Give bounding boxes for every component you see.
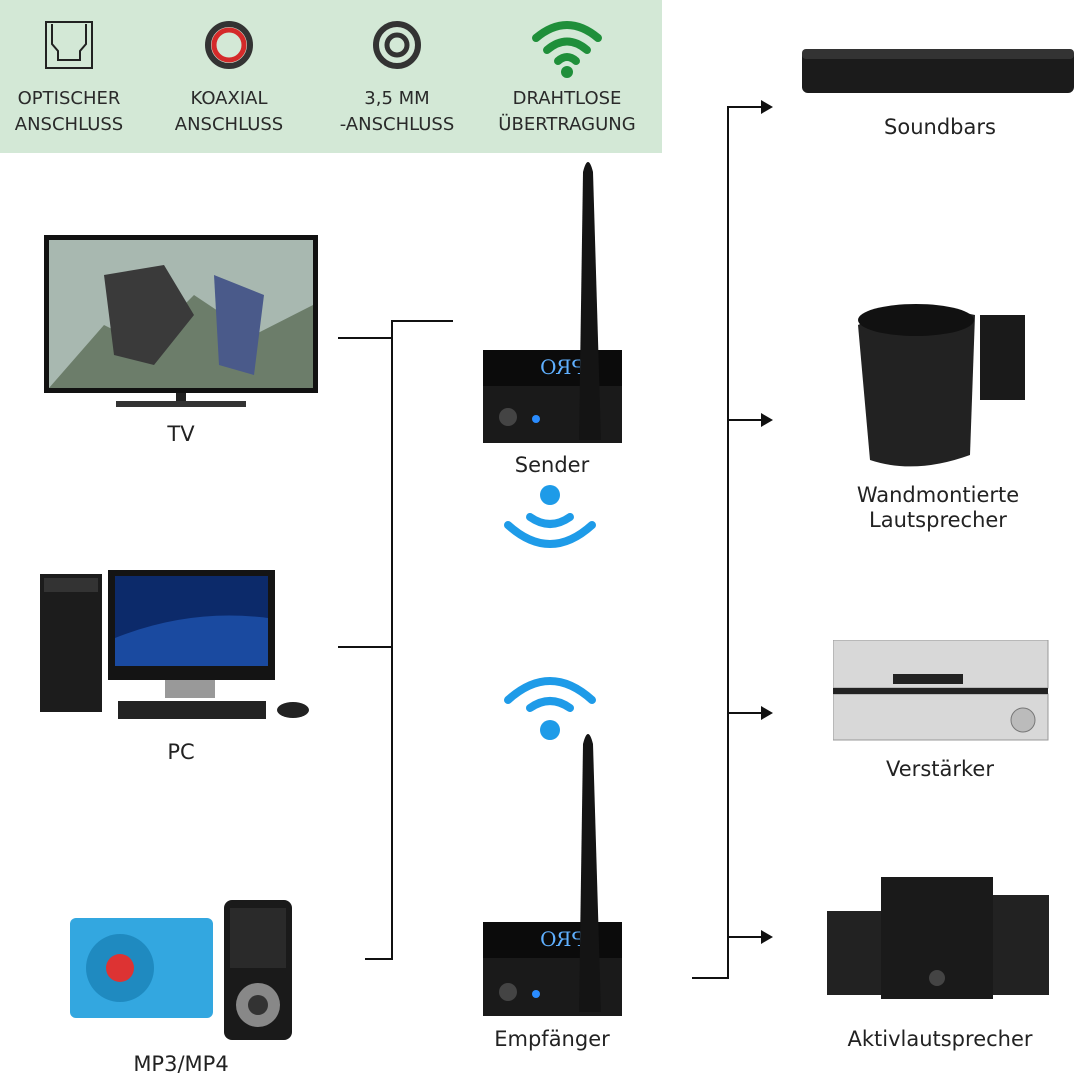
feature-optical: OPTISCHER ANSCHLUSS bbox=[0, 18, 144, 138]
optical-port-icon bbox=[45, 21, 93, 69]
sender-label: Sender bbox=[514, 453, 590, 477]
feature-label: ÜBERTRAGUNG bbox=[498, 114, 636, 135]
active-speakers-label: Aktivlautsprecher bbox=[847, 1027, 1033, 1051]
feature-coaxial: KOAXIAL ANSCHLUSS bbox=[154, 18, 304, 138]
label-line: Lautsprecher bbox=[869, 508, 1007, 532]
feature-label: -ANSCHLUSS bbox=[339, 114, 455, 135]
wireless-signal-down-icon bbox=[504, 485, 596, 548]
connector-line bbox=[727, 106, 729, 979]
connector-line bbox=[692, 977, 729, 979]
connector-line bbox=[338, 337, 393, 339]
connector-line bbox=[391, 320, 393, 960]
soundbars-label: Soundbars bbox=[884, 115, 996, 139]
arrow-icon bbox=[761, 930, 773, 944]
wireless-signal-up-icon bbox=[504, 677, 596, 740]
output-arrows bbox=[727, 100, 773, 944]
mp3-player-image bbox=[70, 900, 292, 1040]
svg-text:PRO: PRO bbox=[540, 927, 585, 951]
arrow-icon bbox=[761, 100, 773, 114]
connector-line bbox=[365, 958, 393, 960]
soundbar-image bbox=[802, 49, 1074, 93]
feature-banner: OPTISCHER ANSCHLUSS KOAXIAL ANSCHLUSS 3,5 … bbox=[0, 0, 662, 153]
feature-label: OPTISCHER bbox=[17, 88, 121, 109]
receiver-label: Empfänger bbox=[494, 1027, 610, 1051]
receiver-device: PRO bbox=[483, 734, 622, 1016]
arrow-icon bbox=[761, 706, 773, 720]
tv-image bbox=[44, 235, 318, 407]
aux-port-icon bbox=[373, 21, 421, 69]
feature-label: ANSCHLUSS bbox=[174, 114, 284, 135]
feature-label: DRAHTLOSE bbox=[512, 88, 622, 109]
feature-label: 3,5 MM bbox=[364, 88, 430, 109]
amplifier-label: Verstärker bbox=[886, 757, 994, 781]
svg-text:PRO: PRO bbox=[540, 355, 585, 379]
sender-device: PRO bbox=[483, 162, 622, 443]
amplifier-image bbox=[833, 640, 1049, 741]
coaxial-port-icon bbox=[205, 21, 253, 69]
connector-line bbox=[391, 320, 453, 322]
tv-label: TV bbox=[167, 422, 195, 446]
feature-aux: 3,5 MM -ANSCHLUSS bbox=[322, 18, 472, 138]
feature-label: KOAXIAL bbox=[190, 88, 268, 109]
pc-image bbox=[40, 570, 309, 719]
wall-speaker-image bbox=[858, 304, 1025, 467]
pc-label: PC bbox=[167, 740, 195, 764]
label-line: Wandmontierte bbox=[856, 483, 1020, 507]
feature-wireless: DRAHTLOSE ÜBERTRAGUNG bbox=[492, 18, 642, 138]
feature-label: ANSCHLUSS bbox=[14, 114, 124, 135]
mp3-label: MP3/MP4 bbox=[133, 1052, 229, 1076]
active-speakers-image bbox=[827, 877, 1049, 999]
wifi-icon bbox=[532, 21, 602, 78]
arrow-icon bbox=[761, 413, 773, 427]
connector-line bbox=[338, 646, 393, 648]
